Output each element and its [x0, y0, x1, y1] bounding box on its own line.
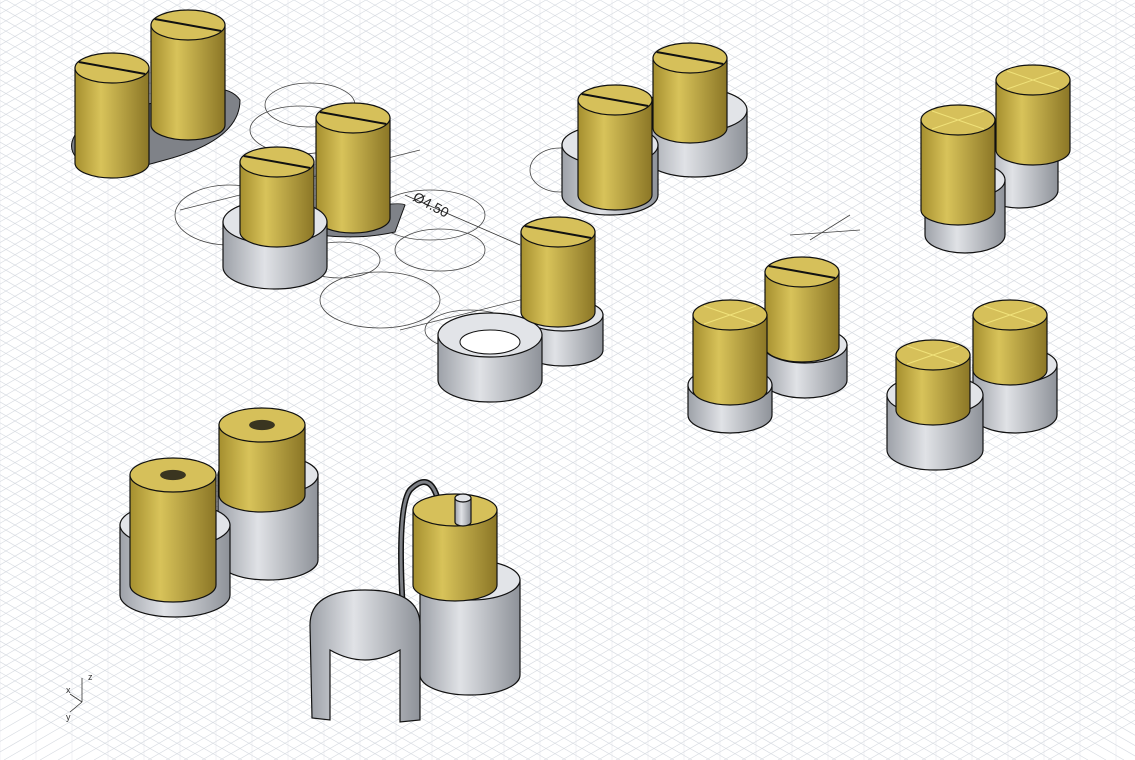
- open-clip-arms[interactable]: [309, 589, 421, 723]
- part-wrench[interactable]: [437, 216, 604, 403]
- axis-y-label: y: [66, 712, 71, 722]
- cylinder-cross-d[interactable]: [972, 299, 1048, 386]
- part-pair-8[interactable]: [119, 407, 319, 618]
- wrench-open-ring[interactable]: [437, 312, 543, 403]
- cylinder-slot-f[interactable]: [577, 84, 653, 211]
- cylinder-slot-d[interactable]: [239, 146, 315, 248]
- part-pair-2[interactable]: [222, 102, 406, 290]
- axis-triad: z x y: [66, 672, 93, 722]
- cylinder-cross-c[interactable]: [692, 299, 768, 406]
- cylinder-mesh-b[interactable]: [129, 457, 217, 603]
- part-pair-1[interactable]: [71, 9, 241, 179]
- cylinder-cross-e[interactable]: [895, 339, 971, 426]
- cylinder-cross-b[interactable]: [920, 104, 996, 226]
- cylinder-cross-a[interactable]: [995, 64, 1071, 166]
- part-pair-4[interactable]: [920, 64, 1071, 254]
- part-clip-cable[interactable]: [309, 479, 521, 723]
- cylinder-mesh-a[interactable]: [218, 407, 306, 513]
- axis-x-label: x: [66, 685, 71, 695]
- cable-gland[interactable]: [454, 493, 472, 527]
- cylinder-slot-g[interactable]: [520, 216, 596, 328]
- part-pair-7[interactable]: [886, 299, 1058, 471]
- cylinder-slot-b[interactable]: [74, 52, 150, 179]
- cylinder-slot-h[interactable]: [764, 256, 840, 363]
- part-pair-3[interactable]: [561, 42, 748, 216]
- cylinder-slot-e[interactable]: [652, 42, 728, 144]
- cylinder-slot-c[interactable]: [315, 102, 391, 234]
- part-models[interactable]: [71, 9, 1071, 723]
- part-pair-6[interactable]: [687, 256, 848, 434]
- cylinder-slot-a[interactable]: [150, 9, 226, 141]
- axis-z-label: z: [88, 672, 93, 682]
